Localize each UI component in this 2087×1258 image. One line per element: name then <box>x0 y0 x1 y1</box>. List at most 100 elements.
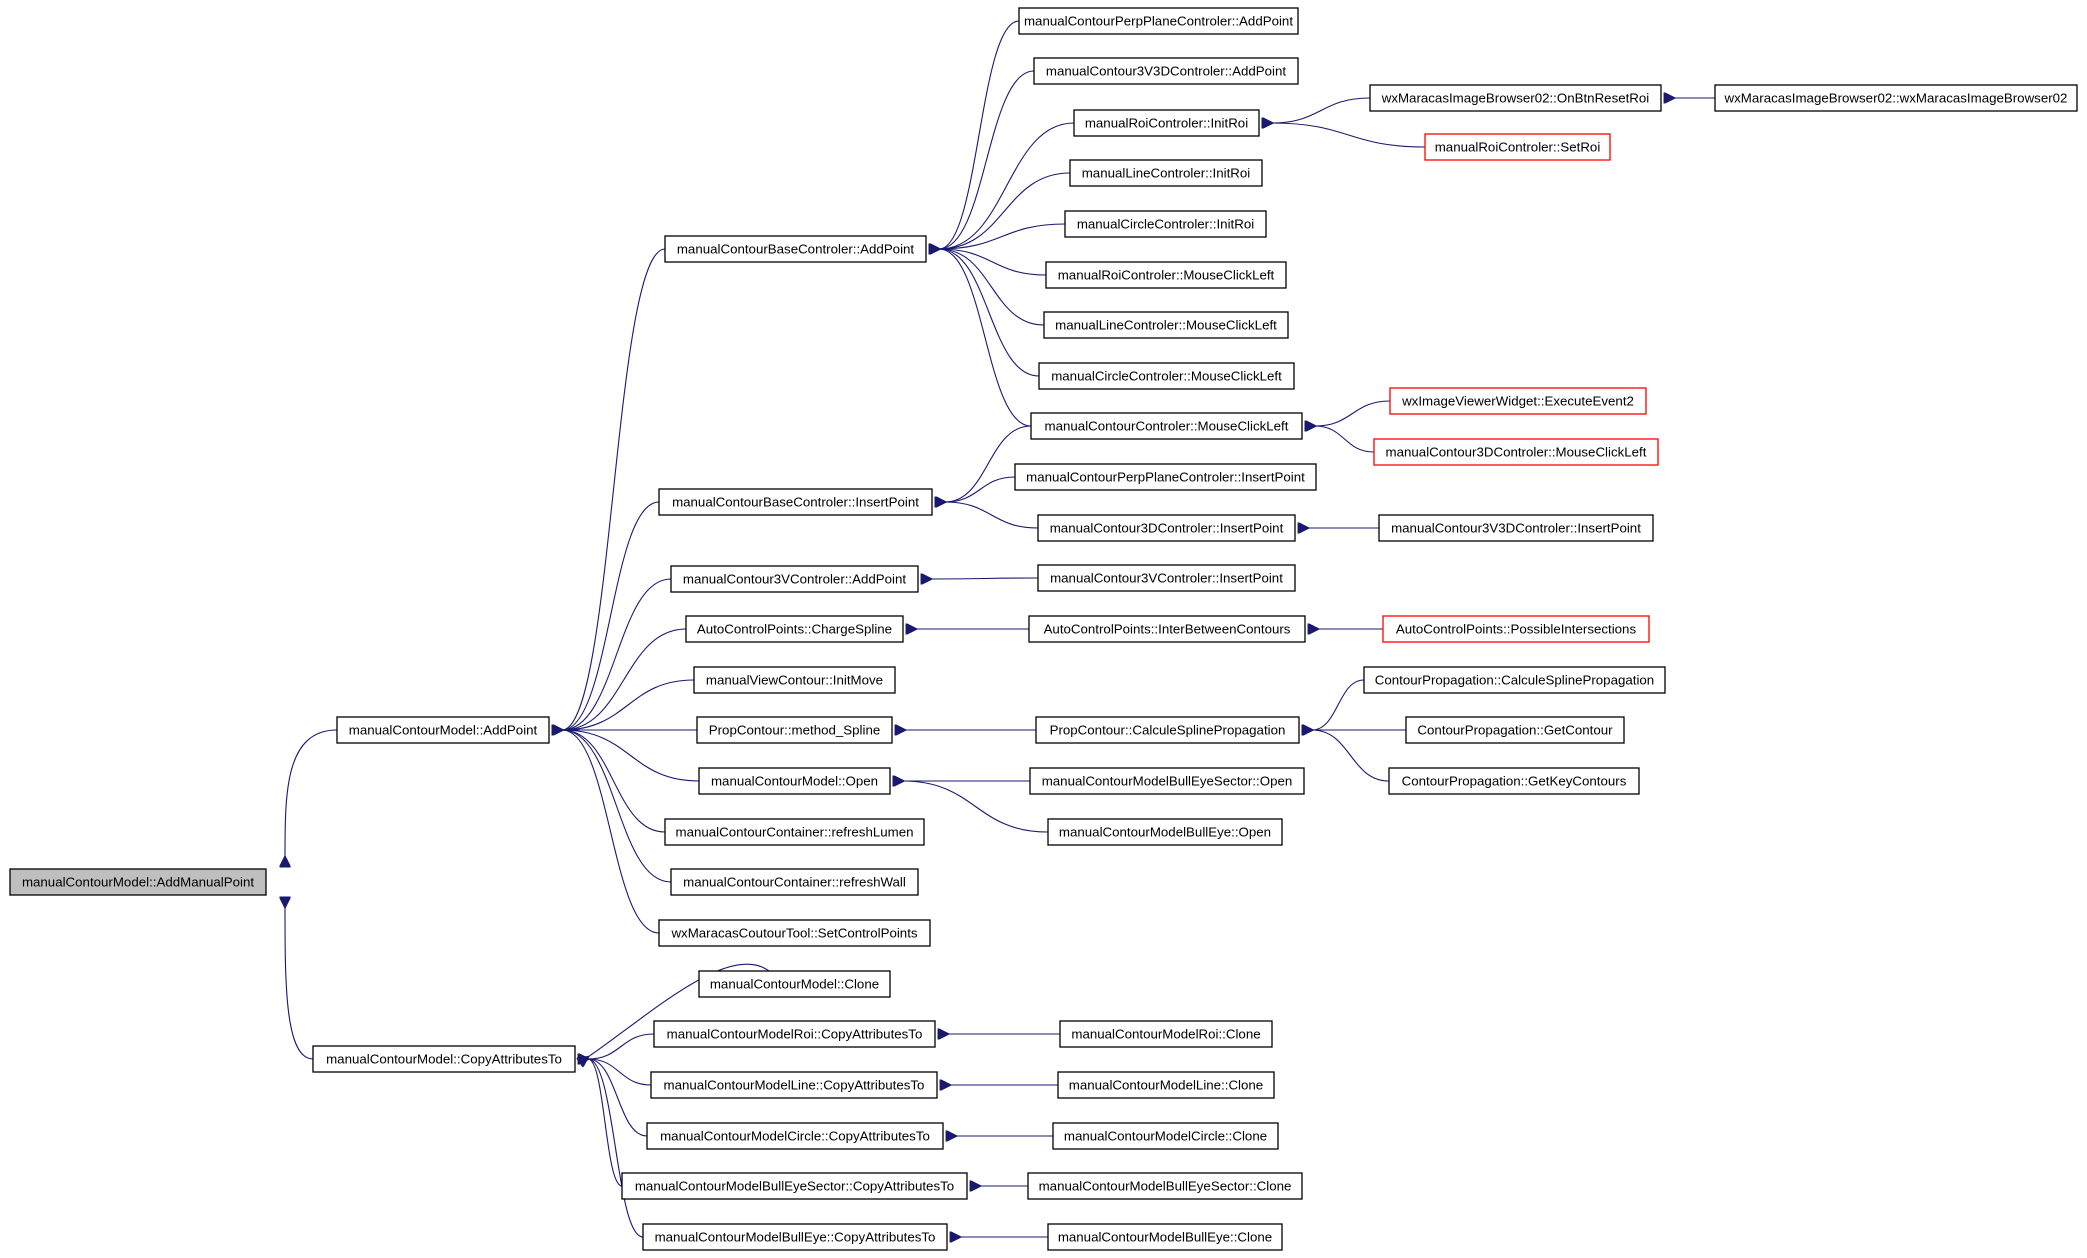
function-node[interactable]: PropContour::CalculeSplinePropagation <box>1035 716 1300 744</box>
node-label: manualContourModelCircle::CopyAttributes… <box>660 1129 930 1144</box>
function-node[interactable]: manualContourBaseControler::InsertPoint <box>658 488 933 516</box>
node-label: manualContourModelBullEye::CopyAttribute… <box>655 1230 936 1245</box>
function-node[interactable]: wxMaracasImageBrowser02::wxMaracasImageB… <box>1714 84 2078 112</box>
node-label: manualContourModelBullEyeSector::CopyAtt… <box>635 1179 954 1194</box>
call-edge <box>1272 123 1426 148</box>
function-node[interactable]: manualContourPerpPlaneControler::InsertP… <box>1014 463 1317 491</box>
node-box <box>1027 1172 1303 1200</box>
function-node[interactable]: manualContourModel::AddPoint <box>336 716 550 744</box>
node-box <box>1369 84 1662 112</box>
function-node[interactable]: manualContourModel::CopyAttributesTo <box>312 1045 576 1073</box>
call-edge <box>939 122 1075 249</box>
call-edge <box>939 249 1045 326</box>
function-node[interactable]: manualContourModel::Clone <box>698 970 891 998</box>
node-box <box>653 1020 936 1048</box>
function-node[interactable]: manualContourModelBullEyeSector::Clone <box>1027 1172 1303 1200</box>
function-node[interactable]: manualContourModelBullEyeSector::Open <box>1029 767 1305 795</box>
function-node[interactable]: manualContourModelBullEye::Clone <box>1047 1223 1283 1251</box>
node-label: manualRoiControler::InitRoi <box>1085 116 1248 131</box>
function-node[interactable]: AutoControlPoints::PossibleIntersections <box>1382 615 1650 643</box>
function-node[interactable]: PropContour::method_Spline <box>696 716 893 744</box>
function-node[interactable]: manualContourModelBullEye::CopyAttribute… <box>642 1223 948 1251</box>
node-label: manualContour3V3DControler::AddPoint <box>1046 64 1287 79</box>
function-node[interactable]: manualContourModelCircle::Clone <box>1052 1122 1279 1150</box>
node-box <box>696 716 893 744</box>
function-node[interactable]: ContourPropagation::GetKeyContours <box>1388 767 1640 795</box>
function-node[interactable]: wxMaracasImageBrowser02::OnBtnResetRoi <box>1369 84 1662 112</box>
node-label: manualLineControler::MouseClickLeft <box>1055 318 1277 333</box>
node-label: PropContour::CalculeSplinePropagation <box>1050 723 1286 738</box>
node-label: manualContourModel::AddPoint <box>349 723 538 738</box>
function-node[interactable]: manualContourModelBullEye::Open <box>1047 818 1283 846</box>
node-label: wxMaracasCoutourTool::SetControlPoints <box>670 926 917 941</box>
function-node[interactable]: manualContourBaseControler::AddPoint <box>664 235 927 263</box>
function-node[interactable]: manualContourControler::MouseClickLeft <box>1030 412 1303 440</box>
function-node[interactable]: AutoControlPoints::ChargeSpline <box>685 615 904 643</box>
function-node[interactable]: wxMaracasCoutourTool::SetControlPoints <box>658 919 931 947</box>
function-node[interactable]: manualContourModel::Open <box>698 767 891 795</box>
call-edge <box>931 578 1039 579</box>
function-node[interactable]: manualContourModelBullEyeSector::CopyAtt… <box>621 1172 968 1200</box>
function-node[interactable]: ContourPropagation::CalculeSplinePropaga… <box>1363 666 1666 694</box>
function-node[interactable]: manualContour3V3DControler::AddPoint <box>1033 57 1299 85</box>
function-node[interactable]: manualLineControler::MouseClickLeft <box>1043 311 1289 339</box>
function-node[interactable]: manualContourContainer::refreshLumen <box>664 818 925 846</box>
function-node[interactable]: manualContourModelRoi::Clone <box>1059 1020 1273 1048</box>
function-node[interactable]: manualContourPerpPlaneControler::AddPoin… <box>1018 7 1299 35</box>
node-box <box>1405 716 1625 744</box>
node-label: manualRoiControler::SetRoi <box>1435 140 1601 155</box>
node-box <box>1033 57 1299 85</box>
function-node[interactable]: manualContourContainer::refreshWall <box>670 868 919 896</box>
call-edge <box>285 729 338 857</box>
node-label: manualContourModelBullEyeSector::Clone <box>1039 1179 1292 1194</box>
node-label: manualContourModelBullEye::Open <box>1059 825 1271 840</box>
node-box <box>1424 133 1611 161</box>
function-node[interactable]: manualContour3VControler::InsertPoint <box>1037 564 1296 592</box>
node-label: manualContourModel::AddManualPoint <box>22 875 254 890</box>
call-edge <box>939 70 1035 249</box>
function-node[interactable]: AutoControlPoints::InterBetweenContours <box>1028 615 1306 643</box>
function-node[interactable]: manualContourModelRoi::CopyAttributesTo <box>653 1020 936 1048</box>
function-node[interactable]: manualContour3VControler::AddPoint <box>670 565 919 593</box>
node-box <box>1052 1122 1279 1150</box>
node-box <box>312 1045 576 1073</box>
function-node[interactable]: manualContour3V3DControler::InsertPoint <box>1378 514 1654 542</box>
node-box <box>650 1071 938 1099</box>
function-node[interactable]: manualContour3DControler::InsertPoint <box>1037 514 1296 542</box>
node-box <box>670 868 919 896</box>
call-edge <box>562 578 672 730</box>
call-edge <box>1312 730 1390 782</box>
function-node[interactable]: manualCircleControler::MouseClickLeft <box>1038 362 1295 390</box>
node-label: PropContour::method_Spline <box>709 723 881 738</box>
call-edge <box>588 1059 648 1137</box>
function-node[interactable]: manualCircleControler::InitRoi <box>1064 210 1267 238</box>
node-box <box>1047 818 1283 846</box>
node-label: manualContourBaseControler::AddPoint <box>677 242 915 257</box>
node-label: manualContour3DControler::MouseClickLeft <box>1386 445 1647 460</box>
call-edge <box>1312 679 1365 730</box>
function-node[interactable]: wxImageViewerWidget::ExecuteEvent2 <box>1389 387 1647 415</box>
function-node[interactable]: manualRoiControler::MouseClickLeft <box>1045 261 1287 289</box>
function-node[interactable]: manualContourModelCircle::CopyAttributes… <box>646 1122 944 1150</box>
call-edge <box>588 963 770 1057</box>
call-edge <box>939 172 1071 249</box>
function-node[interactable]: ContourPropagation::GetContour <box>1405 716 1625 744</box>
node-label: ContourPropagation::GetKeyContours <box>1402 774 1627 789</box>
node-label: manualContourContainer::refreshLumen <box>676 825 914 840</box>
node-label: manualContourModel::Clone <box>710 977 879 992</box>
function-node[interactable]: manualContourModelLine::Clone <box>1057 1071 1275 1099</box>
node-box <box>9 868 267 896</box>
call-edge <box>939 249 1032 427</box>
node-box <box>1037 564 1296 592</box>
function-node[interactable]: manualLineControler::InitRoi <box>1069 159 1263 187</box>
function-node[interactable]: manualContour3DControler::MouseClickLeft <box>1373 438 1659 466</box>
function-node[interactable]: manualRoiControler::InitRoi <box>1073 109 1260 137</box>
function-node[interactable]: manualViewContour::InitMove <box>693 666 896 694</box>
function-node[interactable]: manualRoiControler::SetRoi <box>1424 133 1611 161</box>
function-node[interactable]: manualContourModelLine::CopyAttributesTo <box>650 1071 938 1099</box>
node-box <box>670 565 919 593</box>
node-label: manualContour3DControler::InsertPoint <box>1050 521 1284 536</box>
function-node[interactable]: manualContourModel::AddManualPoint <box>9 868 267 896</box>
node-label: AutoControlPoints::PossibleIntersections <box>1396 622 1637 637</box>
